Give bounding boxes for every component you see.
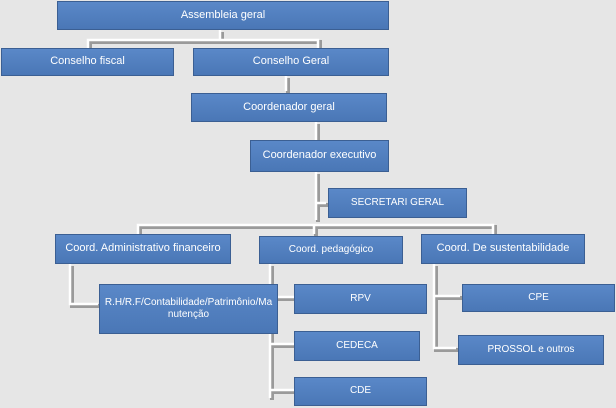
node-label: Conselho fiscal bbox=[50, 55, 125, 68]
node-label: PROSSOL e outros bbox=[487, 343, 575, 355]
node-assembleia-geral: Assembleia geral bbox=[57, 1, 389, 30]
node-label: CDE bbox=[349, 385, 372, 397]
node-label: Coord. De sustentabilidade bbox=[436, 242, 570, 255]
node-rpv: RPV bbox=[294, 284, 427, 314]
node-conselho-fiscal: Conselho fiscal bbox=[1, 48, 174, 76]
node-coord-sustentabilidade: Coord. De sustentabilidade bbox=[421, 234, 585, 264]
node-rh-contabilidade: R.H/R.F/Contabilidade/Patrimônio/Manuten… bbox=[99, 284, 278, 334]
node-label: CPE bbox=[528, 291, 549, 303]
node-label: Assembleia geral bbox=[180, 8, 266, 21]
node-secretari-geral: SECRETARI GERAL bbox=[328, 188, 467, 218]
node-label: RPV bbox=[350, 292, 371, 304]
node-coordenador-geral: Coordenador geral bbox=[191, 93, 387, 122]
node-cpe: CPE bbox=[462, 284, 615, 312]
node-prossol: PROSSOL e outros bbox=[458, 335, 604, 365]
node-label: Coord. pedagógico bbox=[288, 243, 374, 255]
node-coord-administrativo: Coord. Administrativo financeiro bbox=[55, 234, 231, 264]
node-label: R.H/R.F/Contabilidade/Patrimônio/Manuten… bbox=[104, 296, 273, 321]
node-label: Coord. Administrativo financeiro bbox=[65, 242, 221, 255]
node-coordenador-executivo: Coordenador executivo bbox=[250, 140, 389, 172]
node-conselho-geral: Conselho Geral bbox=[193, 48, 389, 76]
node-label: Coordenador executivo bbox=[262, 149, 377, 162]
node-cde: CDE bbox=[294, 377, 427, 406]
node-cedeca: CEDECA bbox=[294, 331, 420, 361]
node-coord-pedagogico: Coord. pedagógico bbox=[259, 236, 403, 264]
node-label: CEDECA bbox=[336, 339, 378, 351]
node-label: SECRETARI GERAL bbox=[350, 196, 445, 208]
node-label: Coordenador geral bbox=[243, 100, 335, 113]
node-label: Conselho Geral bbox=[252, 55, 330, 68]
